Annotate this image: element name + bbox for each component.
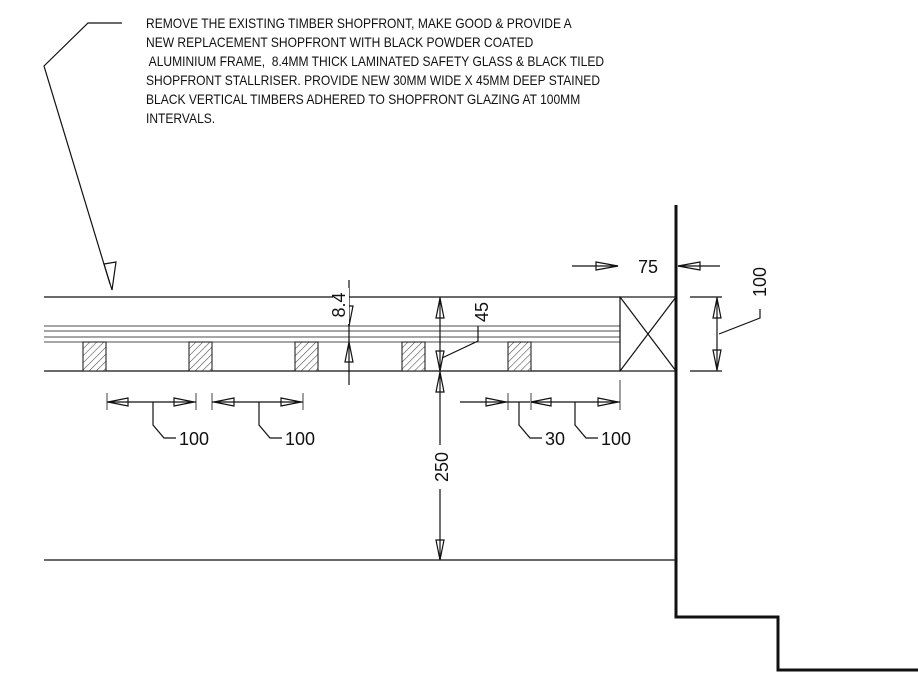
dim-timber-width-leader	[518, 402, 542, 439]
dim-100v-leader	[718, 309, 761, 335]
dim-interval-3-leader	[574, 402, 598, 439]
specification-note: REMOVE THE EXISTING TIMBER SHOPFRONT, MA…	[146, 14, 748, 128]
dim-interval-2-label: 100	[285, 429, 315, 449]
vertical-timber-1	[82, 341, 107, 372]
note-line-6: INTERVALS.	[146, 110, 216, 126]
dim-timber-width-label: 30	[545, 429, 565, 449]
dim-interval-3-label: 100	[601, 429, 631, 449]
dim-stallriser-depth-label: 250	[432, 452, 452, 482]
dim-interval-3-arrow-right	[597, 397, 619, 407]
note-leader-arrowhead	[103, 261, 117, 291]
wall-outline	[674, 205, 918, 672]
dim-250-arrow-bottom	[435, 539, 445, 561]
dim-interval-2-arrow-right	[280, 397, 302, 407]
dim-interval-1-arrow-right	[173, 397, 195, 407]
dim-glass-thickness-label: 8.4	[329, 292, 349, 317]
dim-frame-width-label: 75	[638, 257, 658, 277]
vertical-timber-2	[188, 341, 213, 372]
dim-100v-arrow-top	[712, 297, 722, 319]
dim-45-arrow-top	[435, 297, 445, 319]
dim-timber-depth-label: 45	[472, 302, 492, 322]
dim-interval-2-leader	[258, 402, 282, 439]
dim-8-4-arrow-bottom	[344, 341, 354, 363]
dim-75-label-bg	[630, 256, 666, 276]
dim-75-arrow-left	[595, 261, 619, 271]
note-line-1: REMOVE THE EXISTING TIMBER SHOPFRONT, MA…	[146, 15, 572, 31]
dim-timber-width-arrow-left	[485, 397, 507, 407]
dim-250-arrow-top	[435, 371, 445, 393]
dim-8-4-label-bg	[333, 288, 349, 324]
dim-250-label-bg	[426, 445, 454, 489]
vertical-timber-4	[401, 341, 426, 372]
frame-post-cross-2	[619, 296, 677, 372]
dim-45-arrow-bottom	[435, 350, 445, 372]
vertical-timber-5	[507, 341, 532, 372]
dim-75-arrow-right	[677, 261, 701, 271]
dim-interval-1-leader	[152, 402, 176, 439]
dim-frame-depth-label: 100	[750, 267, 770, 297]
note-line-2: NEW REPLACEMENT SHOPFRONT WITH BLACK POW…	[146, 34, 534, 50]
dim-interval-1-label: 100	[179, 429, 209, 449]
vertical-timber-3	[294, 341, 319, 372]
note-leader-line	[43, 22, 122, 285]
dim-interval-1-arrow-left	[107, 397, 129, 407]
note-line-4: SHOPFRONT STALLRISER. PROVIDE NEW 30MM W…	[146, 72, 601, 88]
note-line-5: BLACK VERTICAL TIMBERS ADHERED TO SHOPFR…	[146, 91, 581, 107]
dim-interval-2-arrow-left	[213, 397, 235, 407]
dim-45-leader	[441, 326, 479, 359]
dim-100v-arrow-bottom	[712, 349, 722, 371]
note-line-3: ALUMINIUM FRAME, 8.4MM THICK LAMINATED S…	[146, 53, 605, 69]
